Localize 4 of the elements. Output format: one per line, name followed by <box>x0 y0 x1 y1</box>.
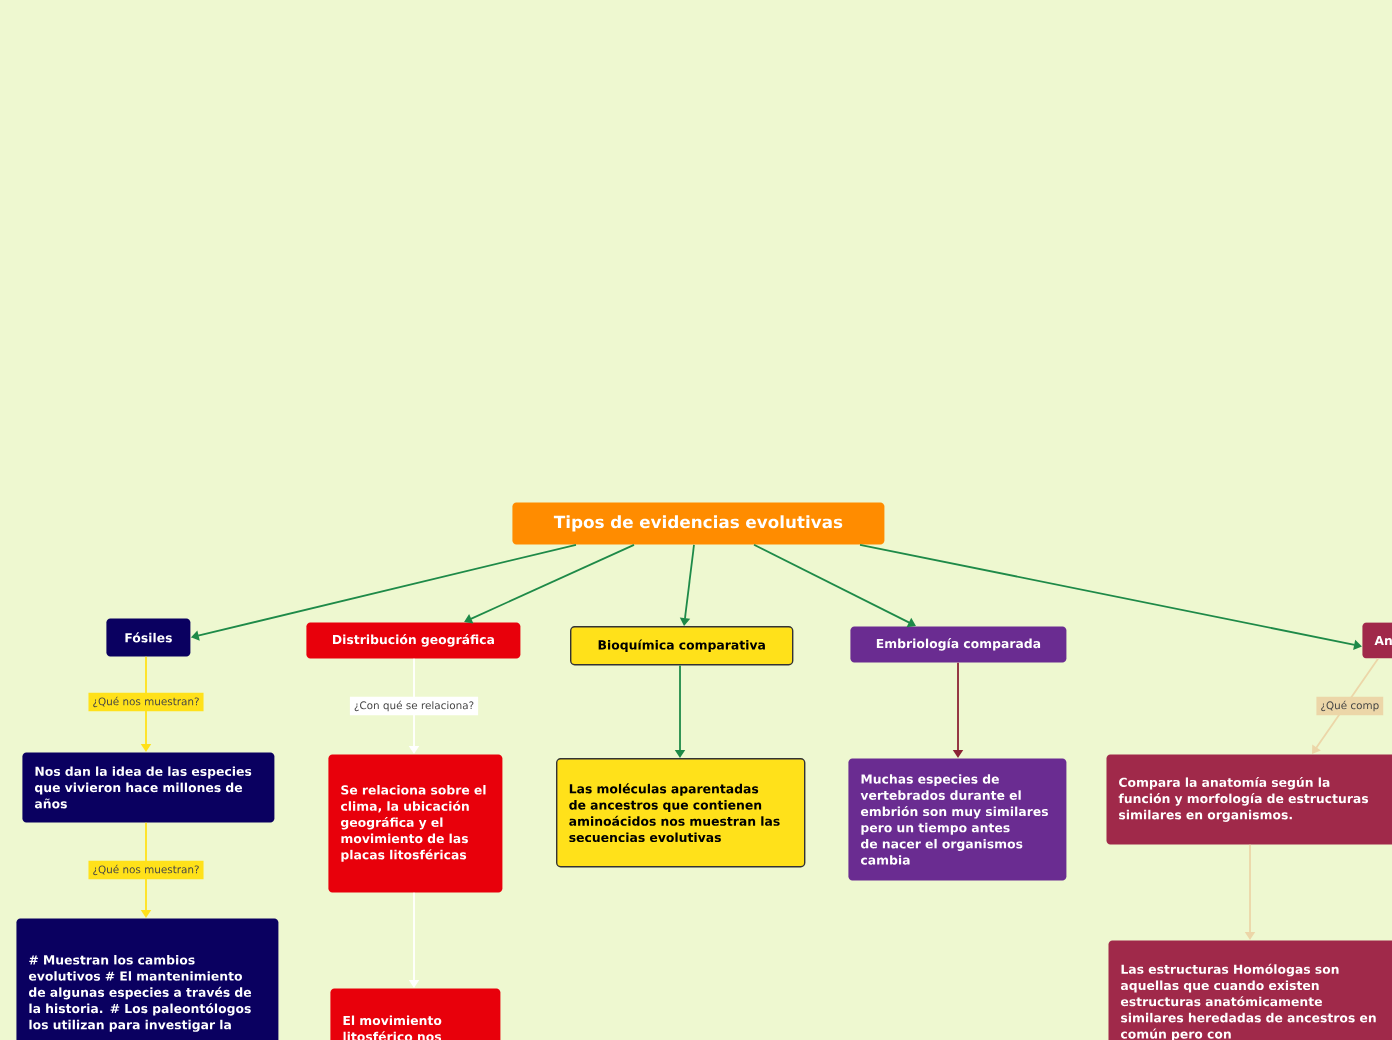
arrow <box>464 543 635 624</box>
arrow <box>859 543 1362 650</box>
title-box: Tipos de evidencias evolutivas <box>512 502 885 545</box>
arrow <box>1312 657 1379 754</box>
